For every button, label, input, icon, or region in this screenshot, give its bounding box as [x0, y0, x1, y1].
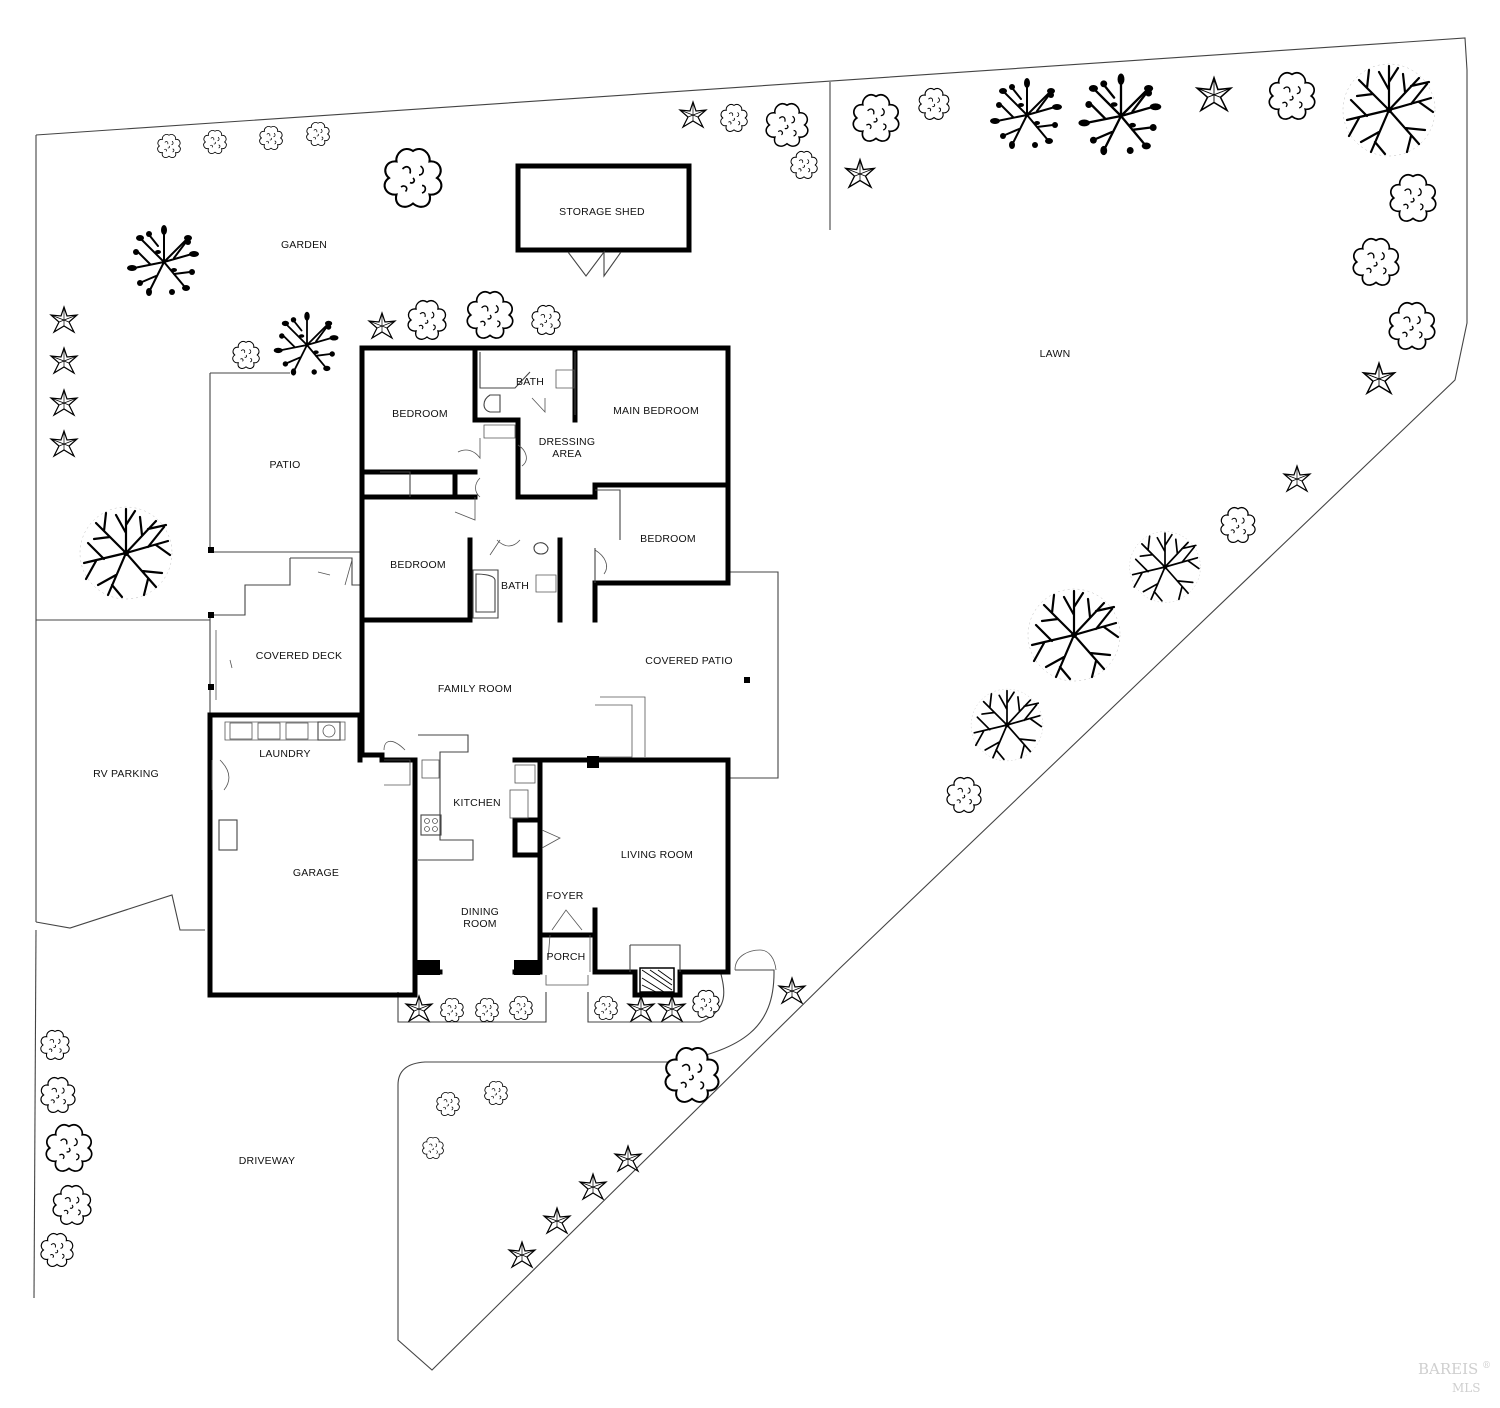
- shrub-icon: [45, 1123, 93, 1172]
- tree-icon: [272, 310, 340, 377]
- rv-parking-label: RV PARKING: [93, 768, 159, 780]
- tree-icon: [1026, 587, 1122, 683]
- plant-icon: [50, 389, 78, 416]
- plants: [50, 77, 1396, 1268]
- shrub-icon: [664, 1046, 720, 1103]
- shrub-icon: [259, 125, 283, 150]
- shrub-icon: [422, 1136, 444, 1159]
- bareis-mls-watermark: BAREIS ® MLS: [1418, 1360, 1491, 1395]
- plant-icon: [579, 1173, 607, 1200]
- tree-icon: [1341, 62, 1437, 158]
- room-labels: STORAGE SHED GARDEN LAWN PATIO BEDROOM B…: [93, 206, 1070, 1167]
- plant-icon: [658, 995, 686, 1022]
- lawn-label: LAWN: [1040, 348, 1071, 360]
- garage-label: GARAGE: [293, 867, 339, 879]
- plant-icon: [543, 1207, 571, 1234]
- porch-label: PORCH: [547, 951, 586, 963]
- plant-icon: [679, 101, 707, 128]
- shrub-icon: [1220, 506, 1256, 543]
- bath-mid-label: BATH: [501, 580, 529, 592]
- shrub-icon: [946, 776, 982, 813]
- foyer-label: FOYER: [546, 890, 583, 902]
- watermark-mark: ®: [1482, 1361, 1491, 1371]
- property-line: [33, 37, 1468, 1371]
- shrub-icon: [440, 997, 464, 1022]
- plant-icon: [1283, 465, 1311, 492]
- shrub-icon: [52, 1184, 92, 1225]
- plant-icon: [368, 312, 396, 339]
- shrub-icon: [852, 93, 900, 142]
- shrub-icon: [918, 87, 950, 120]
- kitchen-label: KITCHEN: [453, 797, 501, 809]
- dining-room-label: DINING: [461, 906, 499, 918]
- shrub-icon: [436, 1091, 460, 1116]
- shrub-icon: [594, 995, 618, 1020]
- storage-shed: [515, 163, 692, 278]
- patio-label: PATIO: [270, 459, 301, 471]
- main-bedroom-label: MAIN BEDROOM: [613, 405, 699, 417]
- shrub-icon: [1389, 173, 1437, 222]
- plant-icon: [1362, 362, 1396, 394]
- shrub-icon: [232, 340, 260, 369]
- shrub-icon: [531, 304, 561, 335]
- tree-icon: [126, 224, 200, 297]
- bath-north-label: BATH: [516, 376, 544, 388]
- shrub-icon: [407, 299, 447, 340]
- plant-icon: [50, 306, 78, 333]
- plant-icon: [50, 430, 78, 457]
- shrub-icon: [509, 995, 533, 1020]
- plant-icon: [845, 158, 875, 188]
- bedroom-east-label: BEDROOM: [640, 533, 696, 545]
- covered-deck-label: COVERED DECK: [256, 650, 342, 662]
- shrub-icon: [765, 102, 809, 147]
- driveway-label: DRIVEWAY: [239, 1155, 295, 1167]
- family-room-label: FAMILY ROOM: [438, 683, 512, 695]
- patio-outline: [208, 372, 362, 720]
- shrub-icon: [383, 147, 443, 208]
- shrub-icon: [40, 1076, 76, 1113]
- shrub-icon: [40, 1029, 70, 1060]
- plant-icon: [1196, 77, 1232, 112]
- shrub-icon: [157, 133, 181, 158]
- bedroom-nw-label: BEDROOM: [392, 408, 448, 420]
- covered-patio-outline: [595, 571, 779, 779]
- dressing-area-label: DRESSING: [539, 436, 595, 448]
- plant-icon: [778, 977, 806, 1004]
- storage-shed-label: STORAGE SHED: [559, 206, 645, 218]
- tree-icon: [1077, 72, 1163, 157]
- bedroom-mid-label: BEDROOM: [390, 559, 446, 571]
- plant-icon: [508, 1241, 536, 1268]
- shrub-icon: [475, 997, 499, 1022]
- plant-icon: [50, 347, 78, 374]
- shrub-icon: [40, 1232, 74, 1267]
- shrub-icon: [203, 129, 227, 154]
- covered-patio-label: COVERED PATIO: [645, 655, 732, 667]
- watermark-sub: MLS: [1452, 1381, 1480, 1395]
- garden-label: GARDEN: [281, 239, 327, 251]
- watermark-brand: BAREIS: [1418, 1360, 1478, 1378]
- plant-icon: [405, 995, 433, 1022]
- shrub-icon: [1388, 301, 1436, 350]
- door-swings: [211, 397, 607, 931]
- dressing-area-label-line2: AREA: [552, 448, 581, 460]
- laundry-label: LAUNDRY: [259, 748, 310, 760]
- interior-fixtures: [218, 352, 777, 993]
- dining-room-label-line2: ROOM: [463, 918, 496, 930]
- tree-icon: [989, 77, 1063, 150]
- shrub-icon: [484, 1080, 508, 1105]
- house-walls: [207, 345, 731, 998]
- shrub-icon: [1352, 237, 1400, 286]
- living-room-label: LIVING ROOM: [621, 849, 693, 861]
- shrub-icon: [466, 290, 514, 339]
- tree-icon: [1128, 530, 1202, 604]
- shrub-icon: [720, 103, 748, 132]
- shrub-icon: [790, 150, 818, 179]
- shrubs: [40, 71, 1437, 1267]
- shrub-icon: [306, 121, 330, 146]
- tree-icon: [78, 505, 174, 601]
- shrub-icon: [1268, 71, 1316, 120]
- plant-icon: [627, 995, 655, 1022]
- tree-icon: [970, 688, 1044, 762]
